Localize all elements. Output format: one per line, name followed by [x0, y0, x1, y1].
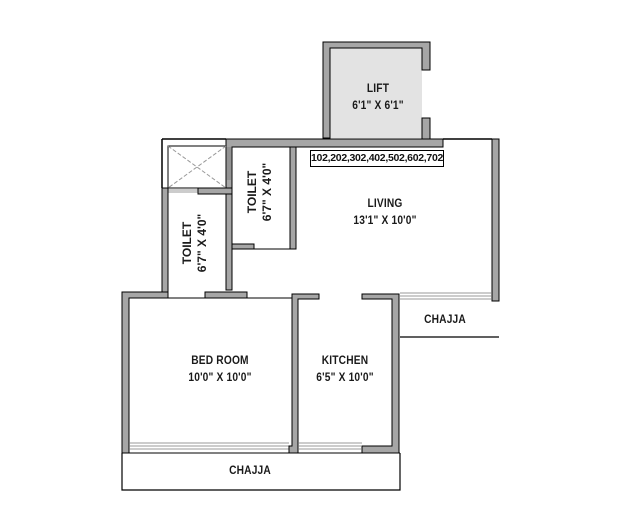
duct-shaft — [161, 138, 233, 195]
chajja-living-label: CHAJJA — [424, 312, 466, 326]
kitchen-name: KITCHEN — [321, 353, 369, 367]
lift-label: LIFT 6'1" X 6'1" — [342, 80, 413, 114]
chajja-bottom-label: CHAJJA — [229, 463, 271, 477]
bedroom-name: BED ROOM — [191, 353, 249, 367]
lift-name: LIFT — [366, 81, 390, 95]
lift-size: 6'1" X 6'1" — [352, 98, 404, 112]
living-right-wall — [400, 138, 500, 302]
toilet-upper-size: 6'7" X 4'0" — [260, 162, 274, 222]
unit-numbers-label: 102,202,302,402,502,602,702 — [310, 150, 444, 167]
toilet-upper-label: TOILET 6'7" X 4'0" — [245, 152, 279, 232]
toilet-lower-label: TOILET 6'7" X 4'0" — [180, 203, 214, 283]
living-label: LIVING 13'1" X 10'0" — [338, 195, 432, 229]
chajja-bottom-outline — [121, 452, 401, 491]
bedroom-walls — [121, 291, 292, 454]
toilet-lower-size: 6'7" X 4'0" — [195, 213, 209, 273]
kitchen-size: 6'5" X 10'0" — [316, 370, 374, 384]
living-size: 13'1" X 10'0" — [353, 213, 417, 227]
kitchen-label: KITCHEN 6'5" X 10'0" — [307, 352, 384, 386]
toilet-upper-name: TOILET — [245, 170, 259, 214]
living-name: LIVING — [367, 196, 403, 210]
lift-shaft — [322, 41, 431, 141]
bedroom-size: 10'0" X 10'0" — [188, 370, 252, 384]
bedroom-label: BED ROOM 10'0" X 10'0" — [169, 352, 271, 386]
toilet-lower-name: TOILET — [180, 221, 194, 265]
toilet-upper-walls — [231, 146, 297, 250]
